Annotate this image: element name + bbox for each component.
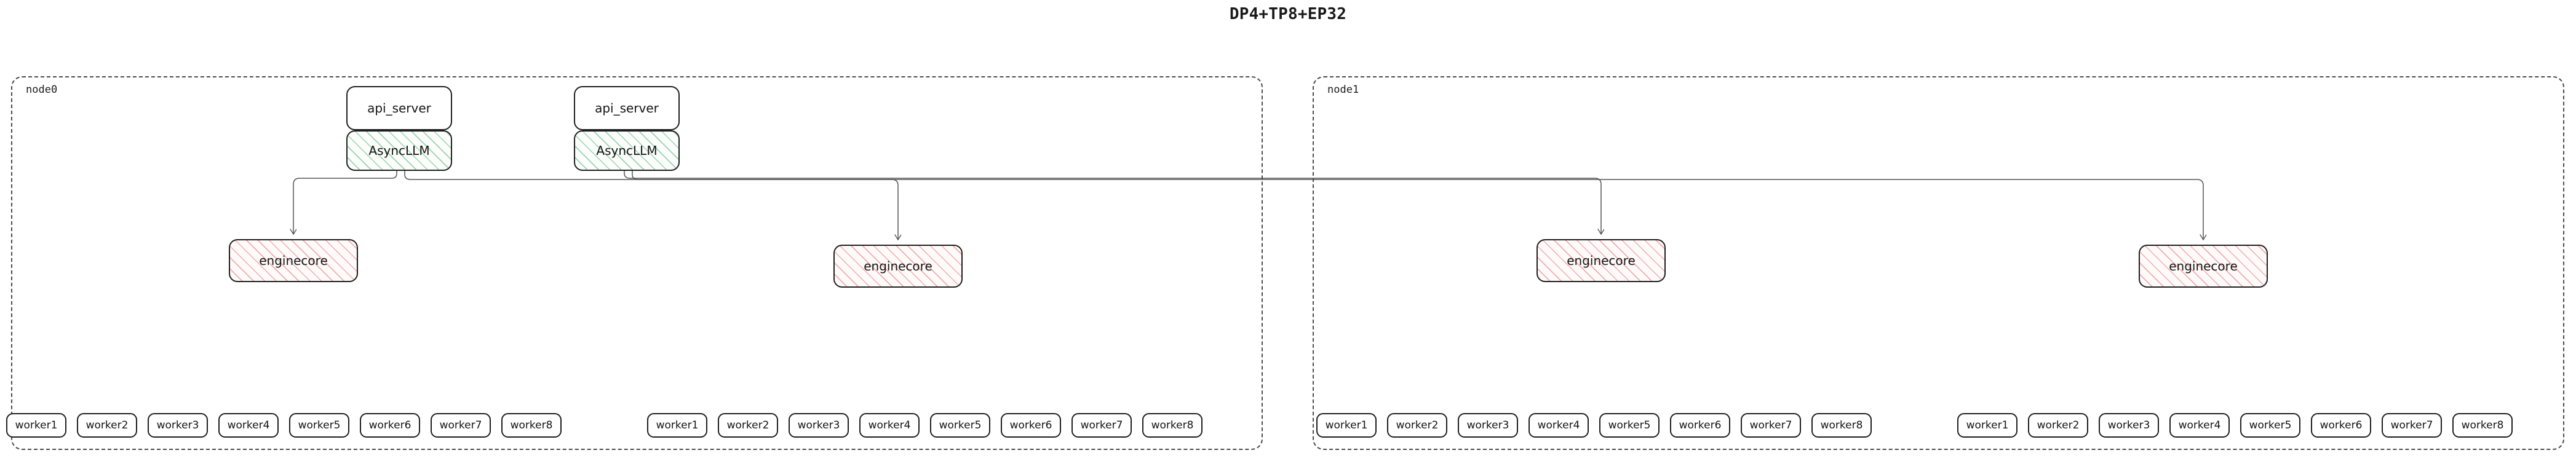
node-cluster-label-node0: node0 — [26, 84, 58, 96]
worker-box-label: worker6 — [1679, 419, 1722, 432]
worker-box-wg2-3[interactable]: worker3 — [1458, 413, 1518, 438]
worker-box-wg2-5[interactable]: worker5 — [1599, 413, 1660, 438]
node-cluster-node1: node1 — [1313, 76, 2564, 450]
worker-box-label: worker8 — [510, 419, 553, 432]
worker-box-label: worker5 — [298, 419, 341, 432]
worker-box-label: worker5 — [1608, 419, 1651, 432]
worker-box-label: worker3 — [1466, 419, 1509, 432]
worker-box-label: worker4 — [227, 419, 270, 432]
worker-box-label: worker7 — [439, 419, 482, 432]
worker-box-label: worker2 — [1396, 419, 1439, 432]
worker-box-wg2-1[interactable]: worker1 — [1316, 413, 1377, 438]
page-title: DP4+TP8+EP32 — [1229, 5, 1347, 23]
worker-box-wg3-7[interactable]: worker7 — [2382, 413, 2442, 438]
worker-box-wg2-2[interactable]: worker2 — [1387, 413, 1447, 438]
worker-box-label: worker6 — [2320, 419, 2363, 432]
worker-box-label: worker2 — [85, 419, 129, 432]
worker-box-wg1-5[interactable]: worker5 — [930, 413, 990, 438]
worker-box-wg0-8[interactable]: worker8 — [501, 413, 562, 438]
enginecore-box-label: enginecore — [259, 253, 328, 268]
worker-box-label: worker6 — [1009, 419, 1052, 432]
worker-box-wg0-7[interactable]: worker7 — [431, 413, 491, 438]
worker-box-wg3-6[interactable]: worker6 — [2311, 413, 2371, 438]
worker-box-wg1-3[interactable]: worker3 — [789, 413, 849, 438]
worker-box-wg2-6[interactable]: worker6 — [1670, 413, 1730, 438]
api-server-box-api0[interactable]: api_server — [346, 86, 452, 130]
enginecore-box-label: enginecore — [2169, 259, 2238, 274]
worker-box-wg0-1[interactable]: worker1 — [6, 413, 66, 438]
enginecore-box-label: enginecore — [864, 259, 932, 274]
api-server-box-api1[interactable]: api_server — [574, 86, 680, 130]
worker-box-label: worker8 — [1151, 419, 1194, 432]
asyncllm-box-async0[interactable]: AsyncLLM — [346, 130, 452, 171]
worker-box-wg3-4[interactable]: worker4 — [2169, 413, 2230, 438]
worker-box-wg3-8[interactable]: worker8 — [2452, 413, 2513, 438]
worker-box-wg0-3[interactable]: worker3 — [148, 413, 208, 438]
worker-box-wg1-4[interactable]: worker4 — [859, 413, 920, 438]
asyncllm-box-async1[interactable]: AsyncLLM — [574, 130, 680, 171]
worker-box-label: worker8 — [2461, 419, 2504, 432]
enginecore-box-label: enginecore — [1567, 253, 1636, 268]
worker-box-label: worker1 — [656, 419, 699, 432]
worker-box-wg1-6[interactable]: worker6 — [1001, 413, 1061, 438]
worker-box-label: worker7 — [2390, 419, 2433, 432]
node-cluster-label-node1: node1 — [1327, 84, 1359, 96]
api-server-box-label: api_server — [595, 101, 659, 116]
worker-box-wg3-3[interactable]: worker3 — [2099, 413, 2159, 438]
worker-box-wg2-7[interactable]: worker7 — [1741, 413, 1801, 438]
worker-box-label: worker2 — [726, 419, 769, 432]
worker-box-wg1-2[interactable]: worker2 — [718, 413, 778, 438]
worker-box-wg3-1[interactable]: worker1 — [1957, 413, 2017, 438]
worker-box-label: worker3 — [2107, 419, 2150, 432]
worker-box-label: worker5 — [2249, 419, 2292, 432]
worker-box-label: worker5 — [939, 419, 982, 432]
worker-box-label: worker8 — [1820, 419, 1863, 432]
enginecore-box-engine1[interactable]: enginecore — [833, 245, 963, 288]
worker-box-label: worker1 — [15, 419, 58, 432]
worker-box-label: worker1 — [1966, 419, 2009, 432]
node-cluster-node0: node0 — [11, 76, 1263, 450]
worker-box-label: worker3 — [797, 419, 840, 432]
worker-box-wg0-2[interactable]: worker2 — [77, 413, 137, 438]
worker-box-wg2-8[interactable]: worker8 — [1811, 413, 1872, 438]
worker-box-wg3-5[interactable]: worker5 — [2240, 413, 2300, 438]
worker-box-label: worker3 — [156, 419, 199, 432]
worker-box-wg0-4[interactable]: worker4 — [218, 413, 279, 438]
enginecore-box-engine0[interactable]: enginecore — [229, 239, 358, 282]
worker-box-label: worker2 — [2037, 419, 2080, 432]
enginecore-box-engine2[interactable]: enginecore — [1536, 239, 1666, 282]
worker-box-label: worker4 — [2178, 419, 2221, 432]
asyncllm-box-label: AsyncLLM — [368, 143, 430, 158]
worker-box-label: worker4 — [1537, 419, 1580, 432]
worker-box-label: worker7 — [1749, 419, 1792, 432]
worker-box-wg1-7[interactable]: worker7 — [1071, 413, 1132, 438]
worker-box-wg3-2[interactable]: worker2 — [2028, 413, 2088, 438]
worker-box-wg2-4[interactable]: worker4 — [1529, 413, 1589, 438]
worker-box-wg0-6[interactable]: worker6 — [360, 413, 420, 438]
worker-box-label: worker1 — [1325, 419, 1368, 432]
asyncllm-box-label: AsyncLLM — [596, 143, 658, 158]
worker-box-wg1-1[interactable]: worker1 — [647, 413, 707, 438]
enginecore-box-engine3[interactable]: enginecore — [2139, 245, 2268, 288]
api-server-box-label: api_server — [367, 101, 431, 116]
worker-box-wg0-5[interactable]: worker5 — [289, 413, 349, 438]
worker-box-label: worker7 — [1080, 419, 1123, 432]
worker-box-label: worker6 — [368, 419, 411, 432]
worker-box-label: worker4 — [868, 419, 911, 432]
worker-box-wg1-8[interactable]: worker8 — [1142, 413, 1203, 438]
